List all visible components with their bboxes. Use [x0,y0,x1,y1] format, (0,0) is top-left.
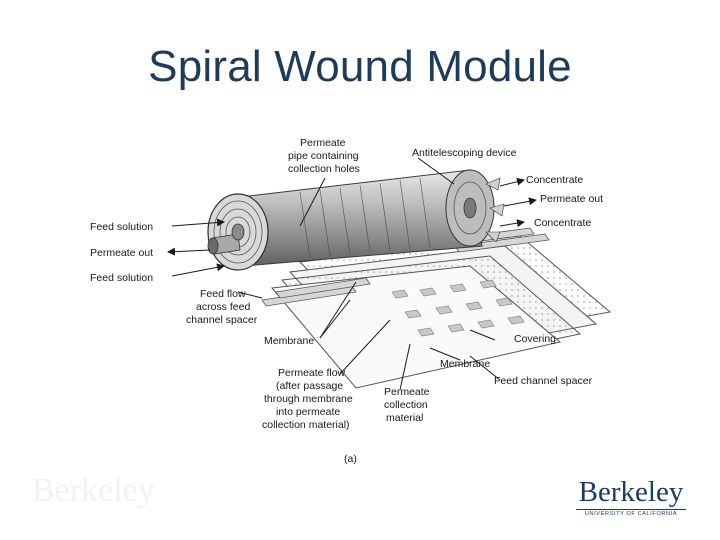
label-antitelescoping-device: Antitelescoping device [412,147,517,159]
label-concentrate-top: Concentrate [526,174,583,186]
berkeley-logo: Berkeley UNIVERSITY OF CALIFORNIA [576,478,686,517]
label-permeate-pipe-3: collection holes [288,163,360,175]
label-panel-tag: (a) [344,453,357,465]
label-membrane-right: Membrane [440,358,490,370]
membrane-sheets [261,227,612,389]
label-permeate-flow-3: through membrane [264,393,353,405]
module-cylinder [207,169,505,271]
label-permeate-collection-2: collection [384,399,428,411]
label-concentrate-bottom: Concentrate [534,217,591,229]
label-permeate-collection-1: Permeate [384,386,430,398]
logo-word: Berkeley [578,476,684,508]
label-permeate-pipe-2: pipe containing [288,150,359,162]
slide-title: Spiral Wound Module [148,42,572,91]
label-permeate-collection-3: material [386,412,423,424]
label-permeate-flow-2: (after passage [276,380,343,392]
label-permeate-flow-1: Permeate flow [278,367,346,379]
label-feed-flow-3: channel spacer [186,314,258,326]
label-permeate-out-right: Permeate out [540,193,603,205]
label-permeate-pipe-1: Permeate [300,137,346,149]
label-feed-channel-spacer: Feed channel spacer [494,375,593,387]
label-permeate-out-left: Permeate out [90,247,153,259]
label-feed-flow-2: across feed [196,301,250,313]
label-feed-solution-top: Feed solution [90,221,153,233]
diagram-labels: Permeate pipe containing collection hole… [90,137,603,465]
label-covering: Covering [514,333,556,345]
label-membrane-left: Membrane [264,335,314,347]
label-permeate-flow-5: collection material) [262,419,350,431]
label-feed-solution-bottom: Feed solution [90,272,153,284]
label-feed-flow-1: Feed flow [200,288,246,300]
label-permeate-flow-4: into permeate [276,406,340,418]
logo-subtitle: UNIVERSITY OF CALIFORNIA [576,509,686,517]
watermark-logo: Berkeley [32,472,155,509]
